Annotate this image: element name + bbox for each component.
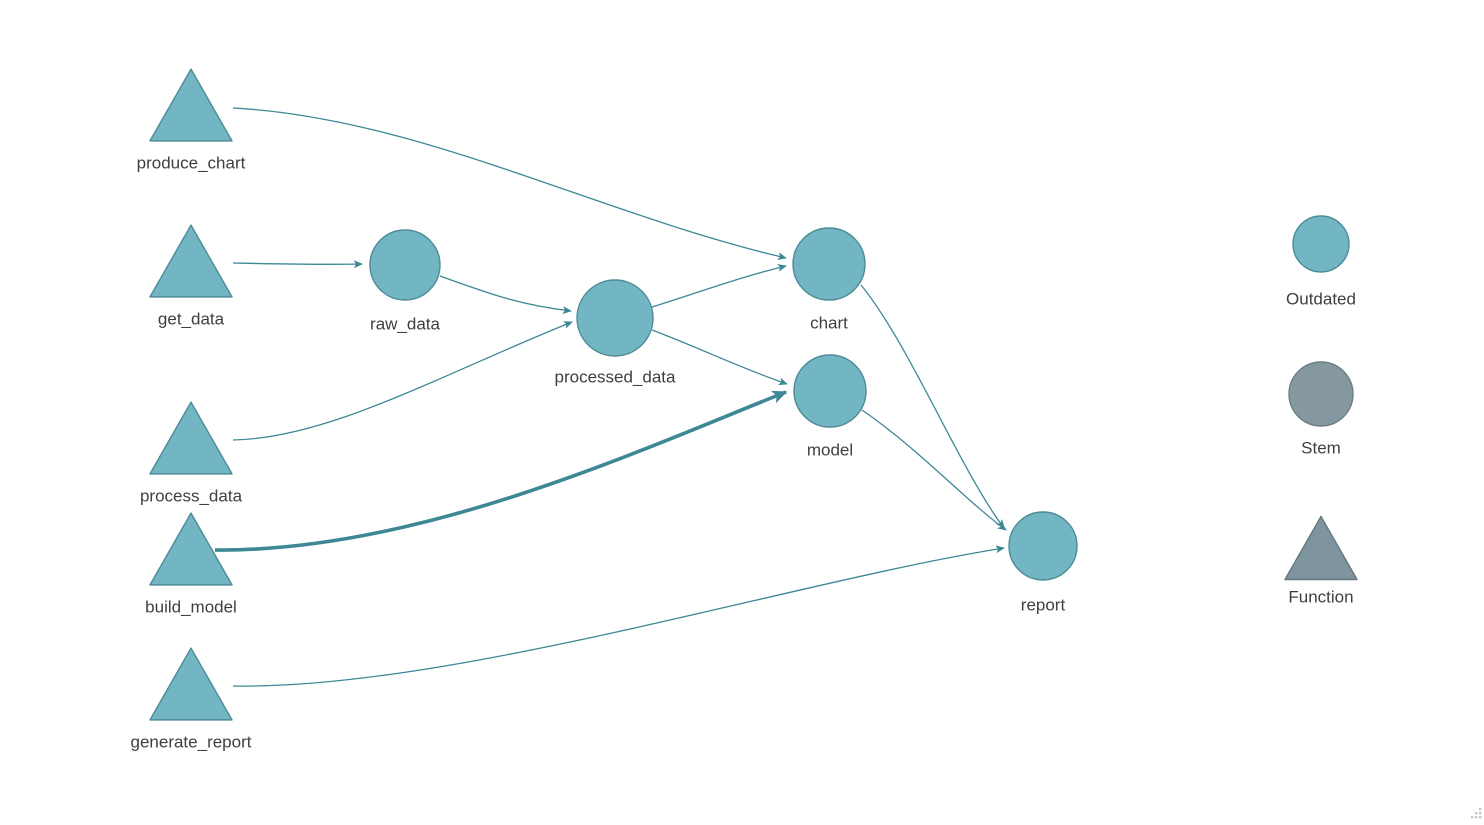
node-model[interactable]: model bbox=[793, 354, 867, 459]
legend-item-label: Outdated bbox=[1286, 289, 1356, 308]
node-process_data[interactable]: process_data bbox=[140, 401, 243, 505]
node-generate_report[interactable]: generate_report bbox=[131, 647, 252, 751]
legend-item-label: Stem bbox=[1301, 438, 1341, 457]
node-triangle[interactable] bbox=[149, 224, 233, 298]
node-label: report bbox=[1021, 595, 1066, 614]
node-circle[interactable] bbox=[369, 229, 441, 301]
edge-raw_data-to-processed_data bbox=[439, 275, 572, 315]
node-build_model[interactable]: build_model bbox=[145, 512, 237, 616]
node-label: build_model bbox=[145, 597, 237, 616]
edge-build_model-to-model bbox=[214, 390, 788, 552]
legend-item-outdated[interactable]: Outdated bbox=[1286, 215, 1356, 308]
node-circle[interactable] bbox=[1288, 361, 1354, 427]
node-triangle[interactable] bbox=[149, 68, 233, 142]
edge-model-to-report bbox=[861, 409, 1007, 531]
node-chart[interactable]: chart bbox=[792, 227, 866, 332]
edge-get_data-to-raw_data bbox=[232, 260, 363, 269]
edge-process_data-to-processed_data bbox=[232, 321, 573, 441]
node-circle[interactable] bbox=[1008, 511, 1078, 581]
nodes-layer[interactable]: produce_chart get_data raw_data process_dat… bbox=[131, 68, 1078, 751]
node-triangle[interactable] bbox=[149, 647, 233, 721]
node-circle[interactable] bbox=[792, 227, 866, 301]
edge-processed_data-to-chart bbox=[651, 264, 787, 308]
node-label: process_data bbox=[140, 486, 243, 505]
legend-item-label: Function bbox=[1288, 587, 1353, 606]
edge-chart-to-report bbox=[860, 284, 1005, 529]
node-label: produce_chart bbox=[137, 153, 246, 172]
node-label: get_data bbox=[158, 309, 225, 328]
node-circle[interactable] bbox=[576, 279, 654, 357]
node-label: processed_data bbox=[555, 367, 677, 386]
edge-processed_data-to-model bbox=[651, 329, 788, 386]
node-label: generate_report bbox=[131, 732, 252, 751]
edge-generate_report-to-report bbox=[232, 545, 1005, 687]
node-triangle[interactable] bbox=[149, 401, 233, 475]
node-triangle[interactable] bbox=[1284, 515, 1358, 581]
node-circle[interactable] bbox=[793, 354, 867, 428]
node-label: raw_data bbox=[370, 314, 440, 333]
node-processed_data[interactable]: processed_data bbox=[555, 279, 677, 386]
edges-layer bbox=[214, 107, 1007, 687]
node-get_data[interactable]: get_data bbox=[149, 224, 233, 328]
node-label: chart bbox=[810, 313, 848, 332]
edge-produce_chart-to-chart bbox=[232, 107, 787, 261]
node-triangle[interactable] bbox=[149, 512, 233, 586]
resize-grip-icon[interactable] bbox=[1467, 804, 1483, 820]
node-circle[interactable] bbox=[1292, 215, 1350, 273]
node-raw_data[interactable]: raw_data bbox=[369, 229, 441, 333]
legend-item-stem[interactable]: Stem bbox=[1288, 361, 1354, 457]
legend-item-function[interactable]: Function bbox=[1284, 515, 1358, 607]
node-produce_chart[interactable]: produce_chart bbox=[137, 68, 246, 172]
node-label: model bbox=[807, 440, 853, 459]
node-report[interactable]: report bbox=[1008, 511, 1078, 614]
